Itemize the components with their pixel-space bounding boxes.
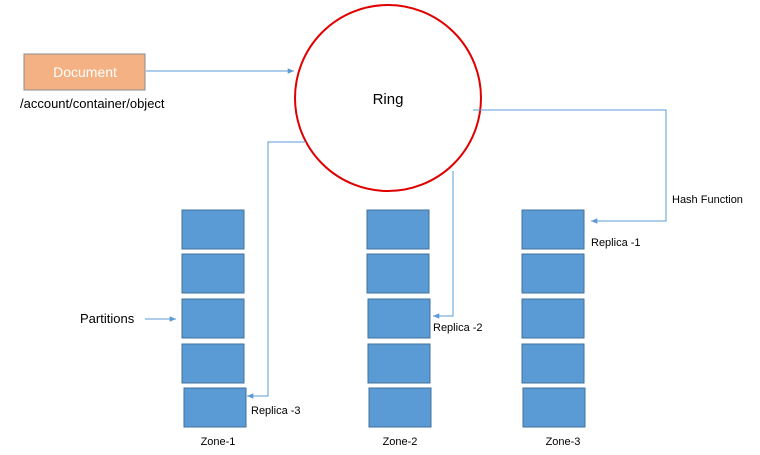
hash-function-arrow xyxy=(473,109,667,224)
partition-block xyxy=(521,253,585,294)
partition-block xyxy=(521,209,585,250)
ring xyxy=(294,4,482,192)
hash-function-label: Hash Function xyxy=(672,194,743,206)
partition-block xyxy=(367,343,431,384)
partition-block xyxy=(521,343,585,384)
partition-block xyxy=(181,209,245,250)
replica-1-label: Replica -1 xyxy=(591,237,641,249)
partitions-label: Partitions xyxy=(80,311,135,326)
partition-block xyxy=(181,298,245,339)
replica-2-label: Replica -2 xyxy=(433,322,483,334)
partition-block xyxy=(366,253,430,294)
replica-2-arrow xyxy=(433,171,454,319)
partition-block xyxy=(183,387,247,428)
zone-2-partitions xyxy=(366,209,432,428)
document-label: Document xyxy=(53,64,117,80)
partition-block xyxy=(522,387,586,428)
document-box xyxy=(23,53,146,91)
partition-block xyxy=(181,343,245,384)
zone-3-partitions xyxy=(521,209,586,428)
partition-block xyxy=(521,298,585,339)
partition-block xyxy=(367,298,431,339)
partition-block xyxy=(366,209,430,250)
replica-3-arrow xyxy=(247,141,306,399)
zone-1-partitions xyxy=(181,209,247,428)
partition-block xyxy=(368,387,432,428)
zone-2-label: Zone-2 xyxy=(383,436,418,448)
replica-3-label: Replica -3 xyxy=(251,405,301,417)
zone-1-label: Zone-1 xyxy=(201,436,236,448)
ring-label: Ring xyxy=(373,91,404,108)
object-path: /account/container/object xyxy=(20,96,165,111)
zone-3-label: Zone-3 xyxy=(546,436,581,448)
partition-block xyxy=(181,253,245,294)
